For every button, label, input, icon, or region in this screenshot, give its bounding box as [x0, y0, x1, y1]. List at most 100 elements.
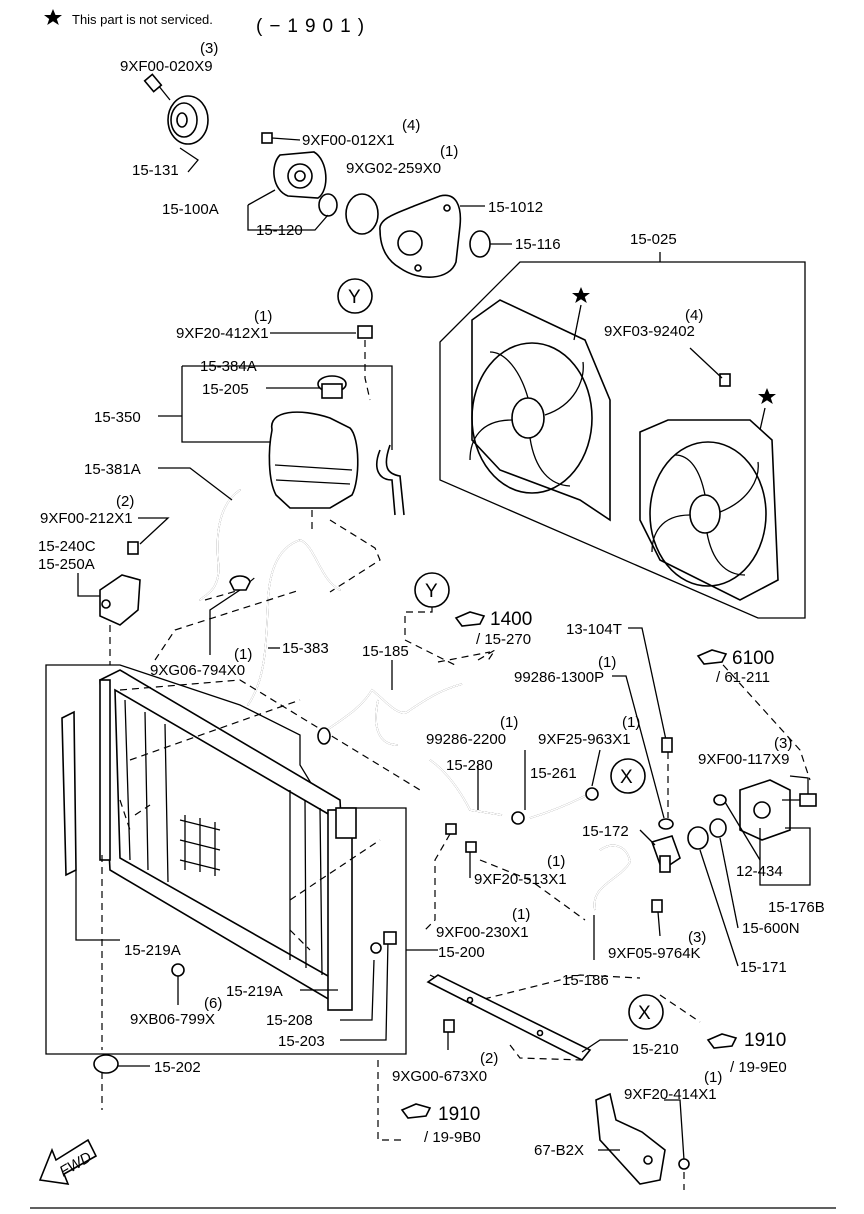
qty-label: (4) [685, 307, 703, 324]
plug-15-203 [383, 931, 397, 945]
part-number-label: 9XF00-012X1 [302, 132, 395, 149]
callout-x-bottom [628, 994, 664, 1030]
plug-15-208 [370, 942, 382, 954]
ref-group-label: 1910 [438, 1104, 480, 1125]
range-note: (−1901) [256, 16, 371, 37]
hose-15-185 [317, 683, 463, 746]
part-number-label: 9XF25-963X1 [538, 731, 631, 748]
callout-x-mid [610, 758, 646, 794]
seal-part [469, 230, 491, 258]
o-ring-part [345, 193, 379, 235]
qty-label: (3) [688, 929, 706, 946]
part-number-label: 15-210 [632, 1041, 679, 1058]
bolt-part [443, 1019, 455, 1033]
star-icon [758, 388, 776, 404]
part-number-label: 9XF00-117X9 [698, 751, 789, 768]
part-number-label: 9XF05-9764K [608, 945, 701, 962]
hand-icon [400, 1103, 432, 1119]
part-number-label: 9XB06-799X [130, 1011, 215, 1028]
part-number-label: 15-280 [446, 757, 493, 774]
part-number-label: 15-025 [630, 231, 677, 248]
bolt-part [651, 899, 663, 913]
part-number-label: 9XF03-92402 [604, 323, 695, 340]
part-number-label: 12-434 [736, 863, 783, 880]
qty-label: (2) [116, 493, 134, 510]
callout-y-top [337, 278, 373, 314]
part-number-label: 15-350 [94, 409, 141, 426]
qty-label: (1) [704, 1069, 722, 1086]
fan-assembly-right [639, 419, 779, 601]
hand-icon [696, 649, 728, 665]
clamp-part [585, 787, 599, 801]
part-number-label: 15-171 [740, 959, 787, 976]
part-number-label: 9XF20-513X1 [474, 871, 567, 888]
qty-label: (3) [200, 40, 218, 57]
part-number-label: 9XG02-259X0 [346, 160, 441, 177]
gasket-15-600n [709, 818, 727, 838]
part-number-label: 15-219A [124, 942, 181, 959]
pulley-part [143, 73, 209, 173]
part-number-label: 15-120 [256, 222, 303, 239]
part-number-label: 15-208 [266, 1012, 313, 1029]
not-serviced-note: This part is not serviced. [72, 12, 213, 27]
ref-label: / 19-9E0 [730, 1059, 787, 1076]
part-number-label: 67-B2X [534, 1142, 584, 1159]
thermostat-housing-part [739, 779, 800, 841]
part-number-label: 15-261 [530, 765, 577, 782]
svg-text:X: X [620, 767, 633, 788]
pump-housing-part [379, 194, 485, 278]
part-number-label: 13-104T [566, 621, 622, 638]
qty-label: (2) [480, 1050, 498, 1067]
qty-label: (1) [234, 646, 252, 663]
hose-15-186 [593, 844, 631, 911]
part-number-label: 15-600N [742, 920, 800, 937]
bolt-part [465, 841, 477, 853]
reservoir-cap-part [317, 375, 347, 399]
water-pump-part [247, 132, 338, 231]
clip-part [658, 818, 674, 830]
part-number-label: 15-219A [226, 983, 283, 1000]
qty-label: (4) [402, 117, 420, 134]
part-labels: (3) 9XF00-020X9 15-131 (4) 9XF00-012X1 (… [38, 40, 825, 1159]
ref-label: / 15-270 [476, 631, 531, 648]
thermostat-15-171 [687, 826, 709, 850]
ring-12-434 [713, 794, 727, 806]
ref-label: / 19-9B0 [424, 1129, 481, 1146]
qty-label: (1) [622, 714, 640, 731]
qty-label: (1) [440, 143, 458, 160]
sensor-13-104t [661, 737, 673, 753]
ref-group-label: 1400 [490, 609, 532, 630]
qty-label: (1) [254, 308, 272, 325]
mount-15-202 [93, 1054, 119, 1074]
part-number-label: 9XG06-794X0 [150, 662, 245, 679]
part-number-label: 15-186 [562, 972, 609, 989]
bracket-15-240c [99, 574, 141, 626]
part-number-label: 99286-1300P [514, 669, 604, 686]
hand-icon [454, 611, 486, 627]
qty-label: (6) [204, 995, 222, 1012]
bracket-67-b2x [595, 1092, 666, 1185]
qty-label: (1) [512, 906, 530, 923]
svg-text:Y: Y [425, 581, 438, 602]
ref-group-label: 1910 [744, 1030, 786, 1051]
part-number-label: 15-176B [768, 899, 825, 916]
part-number-label: 15-200 [438, 944, 485, 961]
part-number-label: 15-185 [362, 643, 409, 660]
star-icon [44, 9, 62, 25]
qty-label: (1) [500, 714, 518, 731]
bolt-part [445, 823, 457, 835]
hose-15-383 [247, 539, 301, 706]
part-number-label: 9XG00-673X0 [392, 1068, 487, 1085]
bolt-part [127, 541, 139, 555]
qty-label: (1) [598, 654, 616, 671]
bolt-part [719, 373, 731, 387]
clamp-part [229, 575, 251, 591]
part-number-label: 15-250A [38, 556, 95, 573]
nut-part [357, 325, 373, 339]
fwd-arrow-icon [38, 1138, 98, 1185]
part-number-label: 9XF20-414X1 [624, 1086, 717, 1103]
part-number-label: 9XF00-020X9 [120, 58, 213, 75]
radiator-part [99, 669, 357, 1011]
svg-text:X: X [638, 1003, 651, 1024]
